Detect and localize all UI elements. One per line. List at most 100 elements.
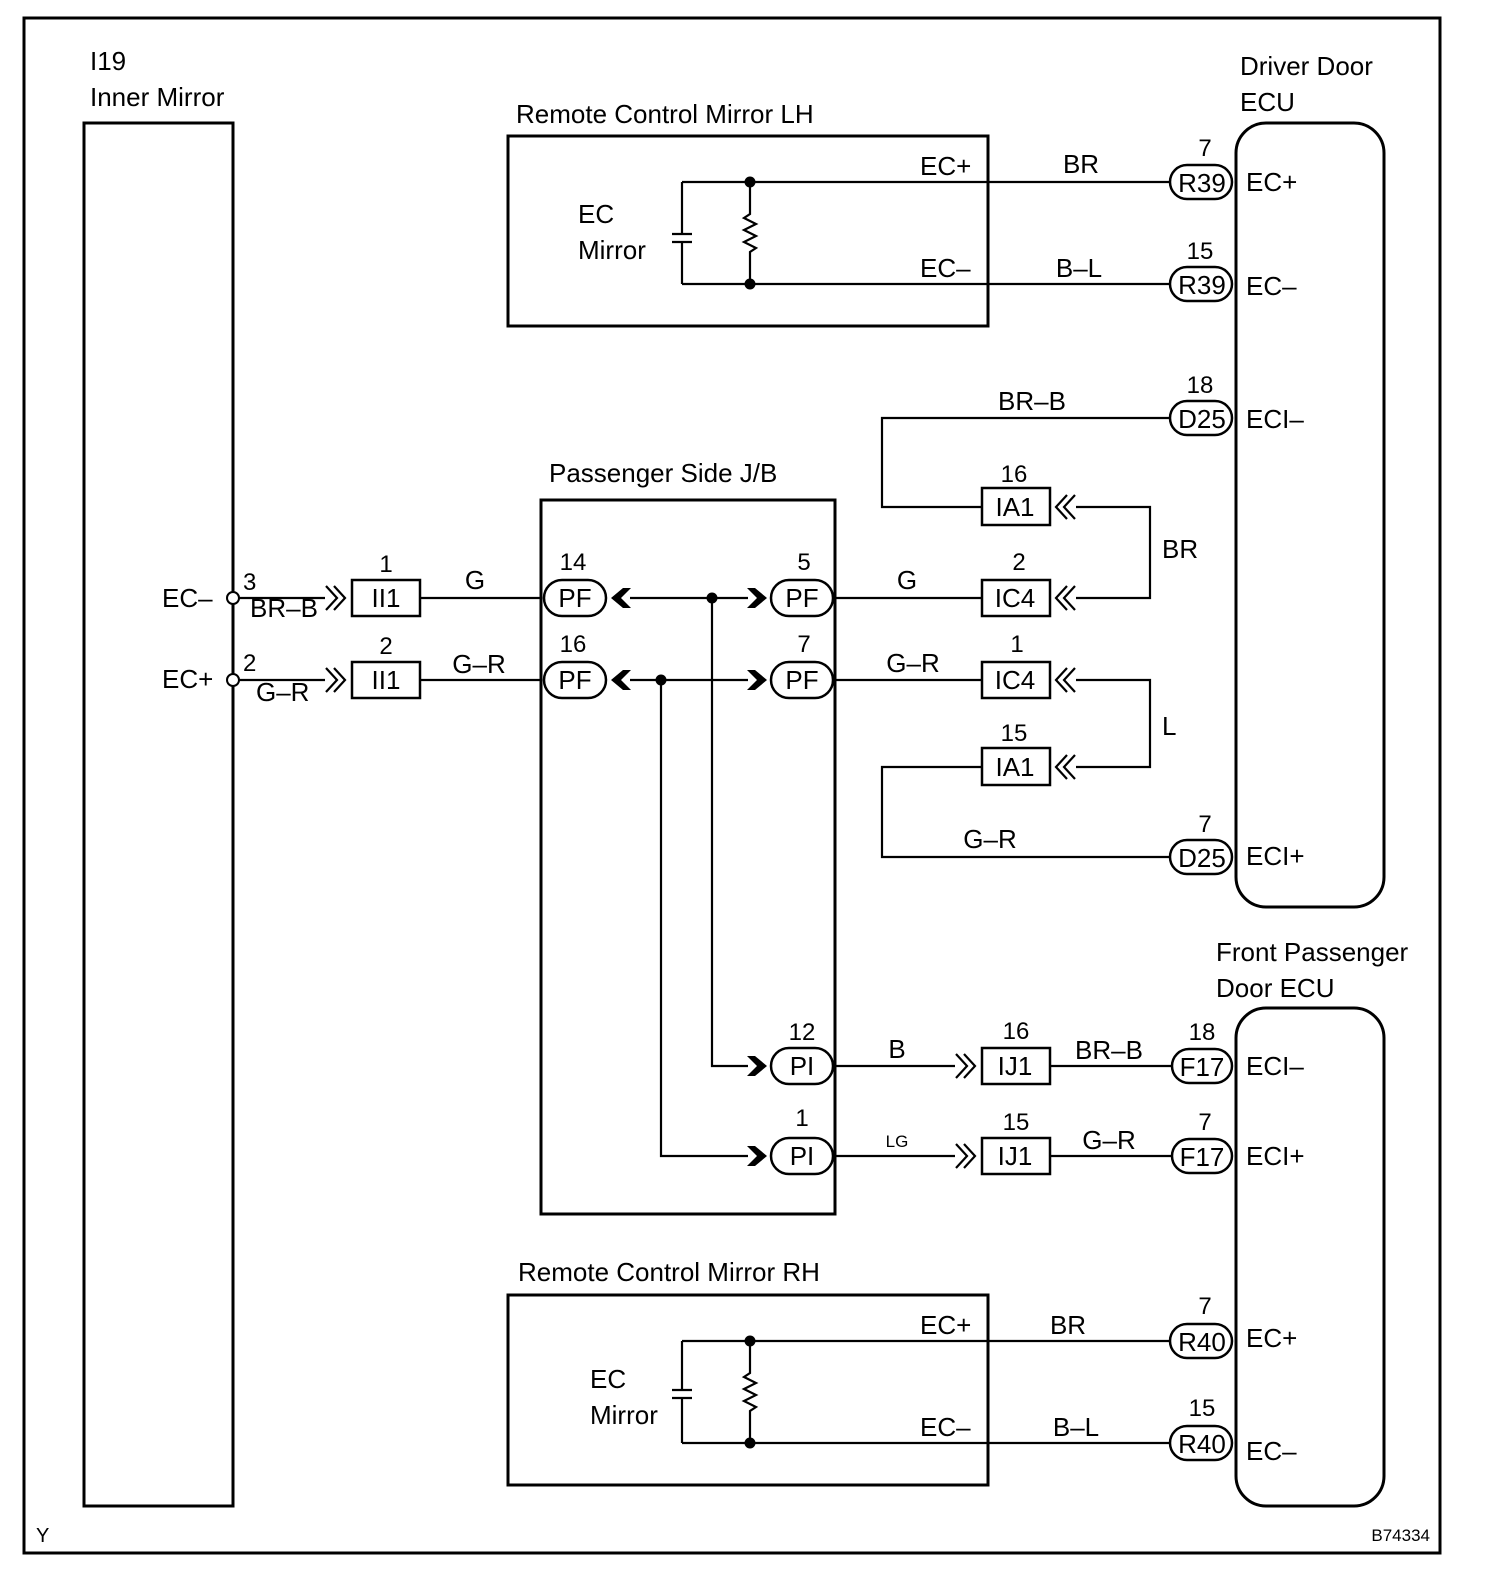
connector-label: IJ1 <box>998 1141 1033 1171</box>
mirror-lh-title: Remote Control Mirror LH <box>516 99 814 129</box>
wire-color-label: G–R <box>452 649 505 679</box>
ecu-pin-name: EC+ <box>1246 1323 1297 1353</box>
connector-pin: 1 <box>795 1105 808 1132</box>
ecu-pin-name: ECI+ <box>1246 1141 1305 1171</box>
connector-PF <box>542 578 608 618</box>
splice-dot <box>744 176 756 188</box>
diagram-frame <box>22 16 1442 1555</box>
connector-label: IC4 <box>995 583 1035 613</box>
connector-IJ1 <box>980 1046 1052 1086</box>
connector-label: F17 <box>1180 1142 1225 1172</box>
connector-PF <box>542 660 608 700</box>
capacitor-icon <box>672 182 692 284</box>
splice-dot <box>744 278 756 290</box>
chevron-icon <box>1054 754 1076 780</box>
chevron-icon <box>955 1053 977 1079</box>
resistor-icon <box>741 1341 759 1443</box>
arrow-left-icon <box>611 588 631 608</box>
jb-title: Passenger Side J/B <box>549 458 777 488</box>
remote-control-mirror-rh: Remote Control Mirror RH EC Mirror EC+ E… <box>506 1257 990 1487</box>
connector-II1 <box>350 578 422 618</box>
wire <box>682 180 988 286</box>
inner-mirror-pin-name: EC+ <box>162 664 213 694</box>
wire-color-label: B–L <box>1053 1412 1099 1442</box>
terminal-circle <box>226 673 240 687</box>
ecu-pin-name: EC– <box>1246 1436 1297 1466</box>
wire <box>682 1339 988 1445</box>
capacitor-icon <box>672 1341 692 1443</box>
wire-color-label: BR–B <box>250 593 318 623</box>
connector-label: PF <box>785 665 818 695</box>
ec-mirror-label: EC <box>578 199 614 229</box>
connector-pin: 7 <box>1198 135 1211 162</box>
inner-mirror-title: Inner Mirror <box>90 82 225 112</box>
connector-label: R40 <box>1178 1327 1226 1357</box>
connector-IC4 <box>980 660 1052 700</box>
ecu-pin-name: ECI+ <box>1246 841 1305 871</box>
wire-color-label: G–R <box>1082 1125 1135 1155</box>
connector-R40 <box>1168 1322 1234 1360</box>
wire-color-label: G–R <box>886 648 939 678</box>
connector-label: PI <box>790 1051 815 1081</box>
wire-color-label: BR <box>1063 149 1099 179</box>
wire <box>1076 678 1152 769</box>
connector-D25 <box>1168 399 1234 437</box>
connector-label: PF <box>558 665 591 695</box>
mirror-rh-title: Remote Control Mirror RH <box>518 1257 820 1287</box>
connector-label: IC4 <box>995 665 1035 695</box>
wire-color-label: B <box>888 1034 905 1064</box>
ecu-pin-name: ECI– <box>1246 404 1304 434</box>
mirror-pin-label: EC+ <box>920 1310 971 1340</box>
connector-label: IJ1 <box>998 1051 1033 1081</box>
connector-D25 <box>1168 838 1234 876</box>
connector-label: D25 <box>1178 404 1226 434</box>
wire <box>880 765 1170 859</box>
connector-pin: 18 <box>1187 372 1214 399</box>
wire-color-label: BR <box>1162 534 1198 564</box>
wire-color-label: G–R <box>256 677 309 707</box>
splice-dot <box>744 1335 756 1347</box>
connector-pin: 18 <box>1189 1019 1216 1046</box>
driver-ecu-box <box>1234 121 1386 909</box>
connector-label: IA1 <box>995 492 1034 522</box>
connector-pin: 2 <box>379 633 392 660</box>
connector-pin: 16 <box>1001 461 1028 488</box>
ecu-pin-name: ECI– <box>1246 1051 1304 1081</box>
wire-color-label: BR–B <box>998 386 1066 416</box>
connector-label: R40 <box>1178 1429 1226 1459</box>
connector-label: IA1 <box>995 752 1034 782</box>
connector-pin: 2 <box>1012 549 1025 576</box>
wire-color-label: BR–B <box>1075 1035 1143 1065</box>
figure-code: B74334 <box>1371 1526 1430 1545</box>
wire-color-label: G–R <box>963 824 1016 854</box>
passenger-ecu-box <box>1234 1006 1386 1508</box>
ec-mirror-label: Mirror <box>590 1400 658 1430</box>
connector-pin: 16 <box>560 631 587 658</box>
connector-label: PF <box>558 583 591 613</box>
chevron-icon <box>1054 494 1076 520</box>
driver-door-ecu: Driver Door ECU EC+ EC– ECI– ECI+ R39 R3… <box>1168 51 1386 909</box>
connector-pin: 12 <box>789 1019 816 1046</box>
front-passenger-door-ecu: Front Passenger Door ECU ECI– ECI+ EC+ E… <box>1168 937 1409 1508</box>
connector-IA1 <box>980 486 1052 527</box>
wire <box>659 680 748 1158</box>
connector-R39 <box>1168 265 1234 303</box>
remote-control-mirror-lh: Remote Control Mirror LH EC Mirror EC+ E… <box>506 99 990 328</box>
passenger-side-junction-block: Passenger Side J/B PF PF 14 16 PF PF 5 7… <box>539 458 837 1216</box>
inner-mirror-pin-number: 2 <box>243 650 256 677</box>
splice-dot <box>706 592 718 604</box>
code-y: Y <box>36 1525 49 1547</box>
wire <box>710 598 748 1068</box>
driver-ecu-title: ECU <box>1240 87 1295 117</box>
connector-pin: 7 <box>1198 1293 1211 1320</box>
splice-dot <box>744 1437 756 1449</box>
connector-pin: 15 <box>1003 1109 1030 1136</box>
mirror-pin-label: EC– <box>920 1412 971 1442</box>
connector-pin: 14 <box>560 549 587 576</box>
wire-color-label: G <box>465 565 485 595</box>
chevron-icon <box>325 585 347 611</box>
connector-pin: 15 <box>1189 1395 1216 1422</box>
inner-mirror-pin-number: 3 <box>243 569 256 596</box>
arrow-right-icon <box>747 1146 767 1166</box>
mirror-pin-label: EC+ <box>920 151 971 181</box>
